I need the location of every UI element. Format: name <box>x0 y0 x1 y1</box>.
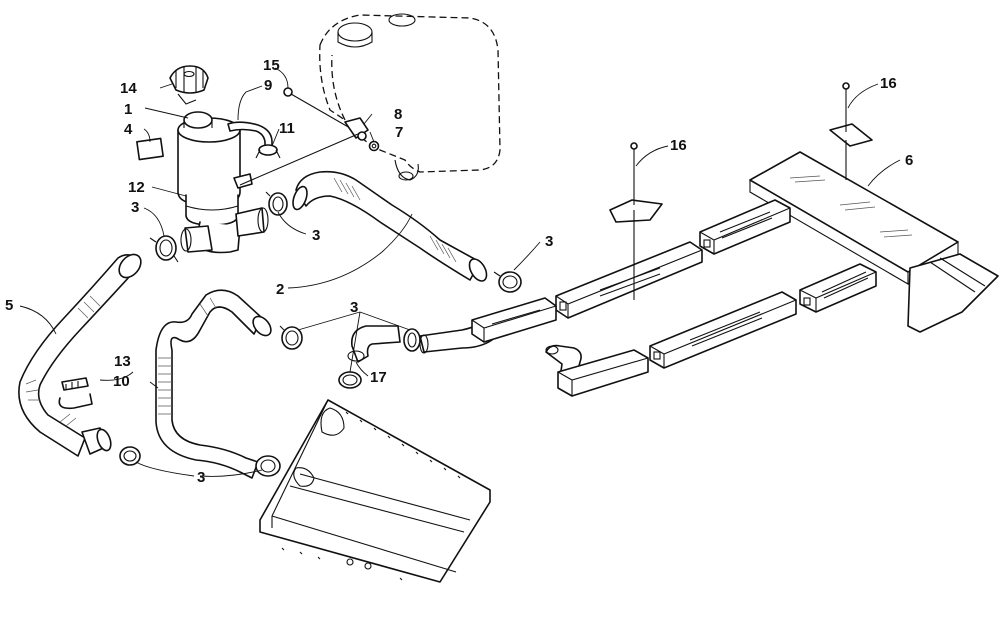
callout-15: 15 <box>263 57 280 74</box>
fill-neck-tank <box>177 111 269 254</box>
upper-coolant-hose <box>292 170 488 282</box>
spring-hose-clamp <box>58 377 93 410</box>
bracket-and-nut <box>344 117 380 152</box>
callout-9: 9 <box>264 77 272 94</box>
callout-1: 1 <box>124 101 132 118</box>
hose-clamp-c <box>493 271 522 293</box>
heat-exchanger-inlet-box <box>471 297 557 343</box>
decal-label <box>136 137 164 161</box>
callout-17: 17 <box>370 369 387 386</box>
hose-clamp-e <box>403 328 421 352</box>
callout-2: 2 <box>276 281 284 298</box>
leader-lines <box>19 67 901 477</box>
callout-14: 14 <box>120 80 137 97</box>
hose-clamp-a <box>149 235 179 263</box>
callout-12: 12 <box>128 179 145 196</box>
callout-3a: 3 <box>131 199 139 216</box>
callout-11: 11 <box>279 120 295 137</box>
callout-13: 13 <box>114 353 131 370</box>
callout-6: 6 <box>905 152 913 169</box>
hose-clamp-b <box>265 191 288 216</box>
rivet-and-pad-left <box>609 142 663 300</box>
callout-3e: 3 <box>197 469 205 486</box>
callout-7: 7 <box>395 124 403 141</box>
hose-clamp-d <box>279 325 303 350</box>
callout-3c: 3 <box>545 233 553 250</box>
hose-clamp-h <box>255 455 281 477</box>
heat-exchanger-outlet-elbow <box>545 344 649 397</box>
callout-labels: 1 2 3 3 3 3 3 4 5 6 7 8 9 10 11 12 13 14… <box>5 57 913 486</box>
callout-4: 4 <box>124 121 133 138</box>
coolant-reservoir-tank <box>319 13 501 181</box>
hose-clamp-f <box>338 371 362 389</box>
right-heat-exchanger-rail <box>799 263 877 313</box>
reference-line <box>239 133 359 186</box>
front-heat-exchanger-plate <box>749 151 999 333</box>
heat-exchanger-panel <box>259 399 491 583</box>
small-hose-clamp <box>255 144 281 159</box>
callout-3b: 3 <box>312 227 320 244</box>
center-heat-exchanger-rail <box>699 199 791 255</box>
left-heat-exchanger-rail <box>555 241 703 319</box>
rivet-and-pad-right <box>829 82 873 180</box>
callout-10: 10 <box>113 373 130 390</box>
callout-5: 5 <box>5 297 13 314</box>
hose-clamp-g <box>119 446 141 466</box>
callout-3d: 3 <box>350 299 358 316</box>
lower-heat-exchanger-rail <box>649 291 797 369</box>
callout-8: 8 <box>394 106 402 123</box>
callout-16a: 16 <box>670 137 687 154</box>
lower-left-coolant-hose <box>18 253 142 457</box>
corrugated-coolant-hose <box>155 289 272 479</box>
callout-16b: 16 <box>880 75 897 92</box>
radiator-cap <box>169 65 209 105</box>
